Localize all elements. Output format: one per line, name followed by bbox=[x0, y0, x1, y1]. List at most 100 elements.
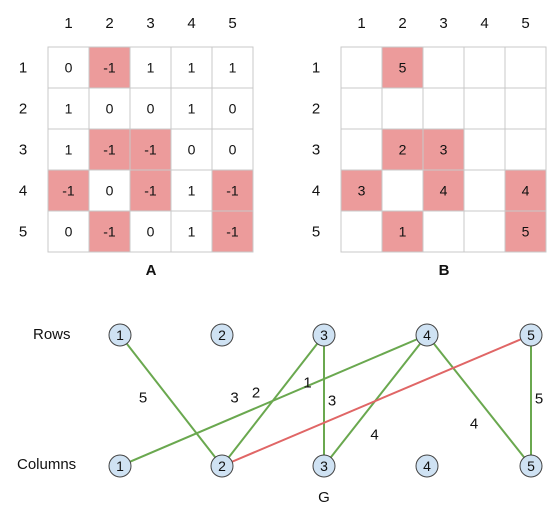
matrix-a-cell-value: 0 bbox=[147, 224, 155, 240]
matrix-a-cell bbox=[88, 169, 131, 212]
matrix-b-cell bbox=[340, 46, 383, 89]
matrix-b-cell-value: 5 bbox=[522, 224, 530, 240]
matrix-a-cell bbox=[47, 87, 90, 130]
graph-edge-label: 5 bbox=[535, 391, 543, 408]
matrix-a-cell-highlighted bbox=[211, 210, 254, 253]
matrix-b-col-header: 3 bbox=[439, 15, 447, 32]
matrix-b-cell bbox=[463, 169, 506, 212]
graph-edge bbox=[221, 334, 532, 467]
graph-edge bbox=[119, 334, 428, 467]
matrix-a-cell-highlighted bbox=[211, 169, 254, 212]
matrix-a-cell-highlighted bbox=[47, 169, 90, 212]
matrix-a-row-header: 4 bbox=[19, 183, 27, 200]
row-node bbox=[108, 323, 132, 347]
matrix-b-cell bbox=[381, 169, 424, 212]
matrix-a-cell bbox=[211, 87, 254, 130]
matrix-a-col-header: 2 bbox=[105, 15, 113, 32]
matrix-a-cell-highlighted bbox=[88, 46, 131, 89]
matrix-a-col-header: 3 bbox=[146, 15, 154, 32]
graph-edge-label: 3 bbox=[230, 390, 238, 407]
matrix-b-cell bbox=[340, 87, 383, 130]
matrix-a-cell-value: -1 bbox=[62, 183, 75, 199]
matrix-a-cell-value: 0 bbox=[229, 142, 237, 158]
column-node bbox=[210, 454, 234, 478]
matrix-b-caption: B bbox=[439, 262, 450, 279]
matrix-a-cell bbox=[129, 210, 172, 253]
matrix-b-cell-highlighted bbox=[381, 128, 424, 171]
graph-edge bbox=[119, 334, 223, 467]
matrix-b-cell-value: 1 bbox=[399, 224, 407, 240]
graph-edge-label: 5 bbox=[139, 390, 147, 407]
row-node-label: 3 bbox=[320, 327, 328, 343]
matrix-a-row-header: 1 bbox=[19, 60, 27, 77]
matrix-b-cell-highlighted bbox=[422, 128, 465, 171]
matrix-a-cell-highlighted bbox=[88, 210, 131, 253]
matrix-a-cell-value: -1 bbox=[226, 224, 239, 240]
matrix-b-row-header: 5 bbox=[312, 224, 320, 241]
matrix-a-cell-highlighted bbox=[88, 128, 131, 171]
matrix-b-cell bbox=[463, 128, 506, 171]
column-node-label: 3 bbox=[320, 458, 328, 474]
matrix-b-cell-highlighted bbox=[340, 169, 383, 212]
matrix-a-cell-value: 0 bbox=[106, 183, 114, 199]
matrix-b-cell-highlighted bbox=[504, 210, 547, 253]
column-node bbox=[108, 454, 132, 478]
matrix-b-cell-highlighted bbox=[504, 169, 547, 212]
matrix-a-cell-value: -1 bbox=[103, 224, 116, 240]
matrix-a-col-header: 5 bbox=[228, 15, 236, 32]
matrix-b-cell bbox=[463, 87, 506, 130]
matrix-b-cell bbox=[504, 87, 547, 130]
matrix-b-cell-value: 5 bbox=[399, 60, 407, 76]
matrix-a-cell bbox=[47, 46, 90, 89]
matrix-a-cell-value: 1 bbox=[65, 101, 73, 117]
matrix-a-cell-value: 1 bbox=[65, 142, 73, 158]
column-node-label: 1 bbox=[116, 458, 124, 474]
rows-label: Rows bbox=[33, 326, 71, 343]
matrix-a-cell-value: 0 bbox=[229, 101, 237, 117]
matrix-a-cell-value: 0 bbox=[65, 60, 73, 76]
row-node bbox=[519, 323, 543, 347]
row-node-label: 1 bbox=[116, 327, 124, 343]
matrix-a-row-header: 2 bbox=[19, 101, 27, 118]
matrix-a-caption: A bbox=[146, 262, 157, 279]
matrix-b-cell bbox=[463, 210, 506, 253]
matrix-b-cell bbox=[463, 46, 506, 89]
graph-edge-label: 4 bbox=[470, 416, 478, 433]
matrix-a-col-header: 1 bbox=[64, 15, 72, 32]
matrix-b-cell bbox=[340, 210, 383, 253]
column-node bbox=[415, 454, 439, 478]
matrix-a-cell bbox=[170, 128, 213, 171]
matrix-a-cell-value: -1 bbox=[144, 183, 157, 199]
matrix-a-cell-value: 0 bbox=[188, 142, 196, 158]
row-node bbox=[210, 323, 234, 347]
columns-label: Columns bbox=[17, 456, 76, 473]
matrix-b-cell-value: 3 bbox=[358, 183, 366, 199]
matrix-b-row-header: 3 bbox=[312, 142, 320, 159]
row-node bbox=[415, 323, 439, 347]
matrix-a-cell-value: 0 bbox=[65, 224, 73, 240]
matrix-a-cell-value: -1 bbox=[103, 142, 116, 158]
matrix-b-row-header: 1 bbox=[312, 60, 320, 77]
matrix-b-cell-value: 3 bbox=[440, 142, 448, 158]
graph-edge-label: 4 bbox=[370, 427, 378, 444]
graph-edge-label: 1 bbox=[303, 375, 311, 392]
matrix-a-cell-value: 1 bbox=[188, 224, 196, 240]
graph-edge-label: 2 bbox=[252, 385, 260, 402]
matrix-b-row-header: 2 bbox=[312, 101, 320, 118]
row-node-label: 4 bbox=[423, 327, 431, 343]
matrix-b-cell bbox=[422, 46, 465, 89]
matrix-a-cell-value: 1 bbox=[188, 60, 196, 76]
graph-edges bbox=[119, 334, 532, 467]
matrix-a-cell-value: 1 bbox=[188, 183, 196, 199]
matrix-a-cell bbox=[47, 210, 90, 253]
matrix-b-col-header: 5 bbox=[521, 15, 529, 32]
matrix-b-cell bbox=[422, 87, 465, 130]
matrix-b-col-header: 2 bbox=[398, 15, 406, 32]
matrix-b-cell-value: 4 bbox=[440, 183, 448, 199]
matrix-b-col-header: 4 bbox=[480, 15, 488, 32]
column-node-label: 4 bbox=[423, 458, 431, 474]
